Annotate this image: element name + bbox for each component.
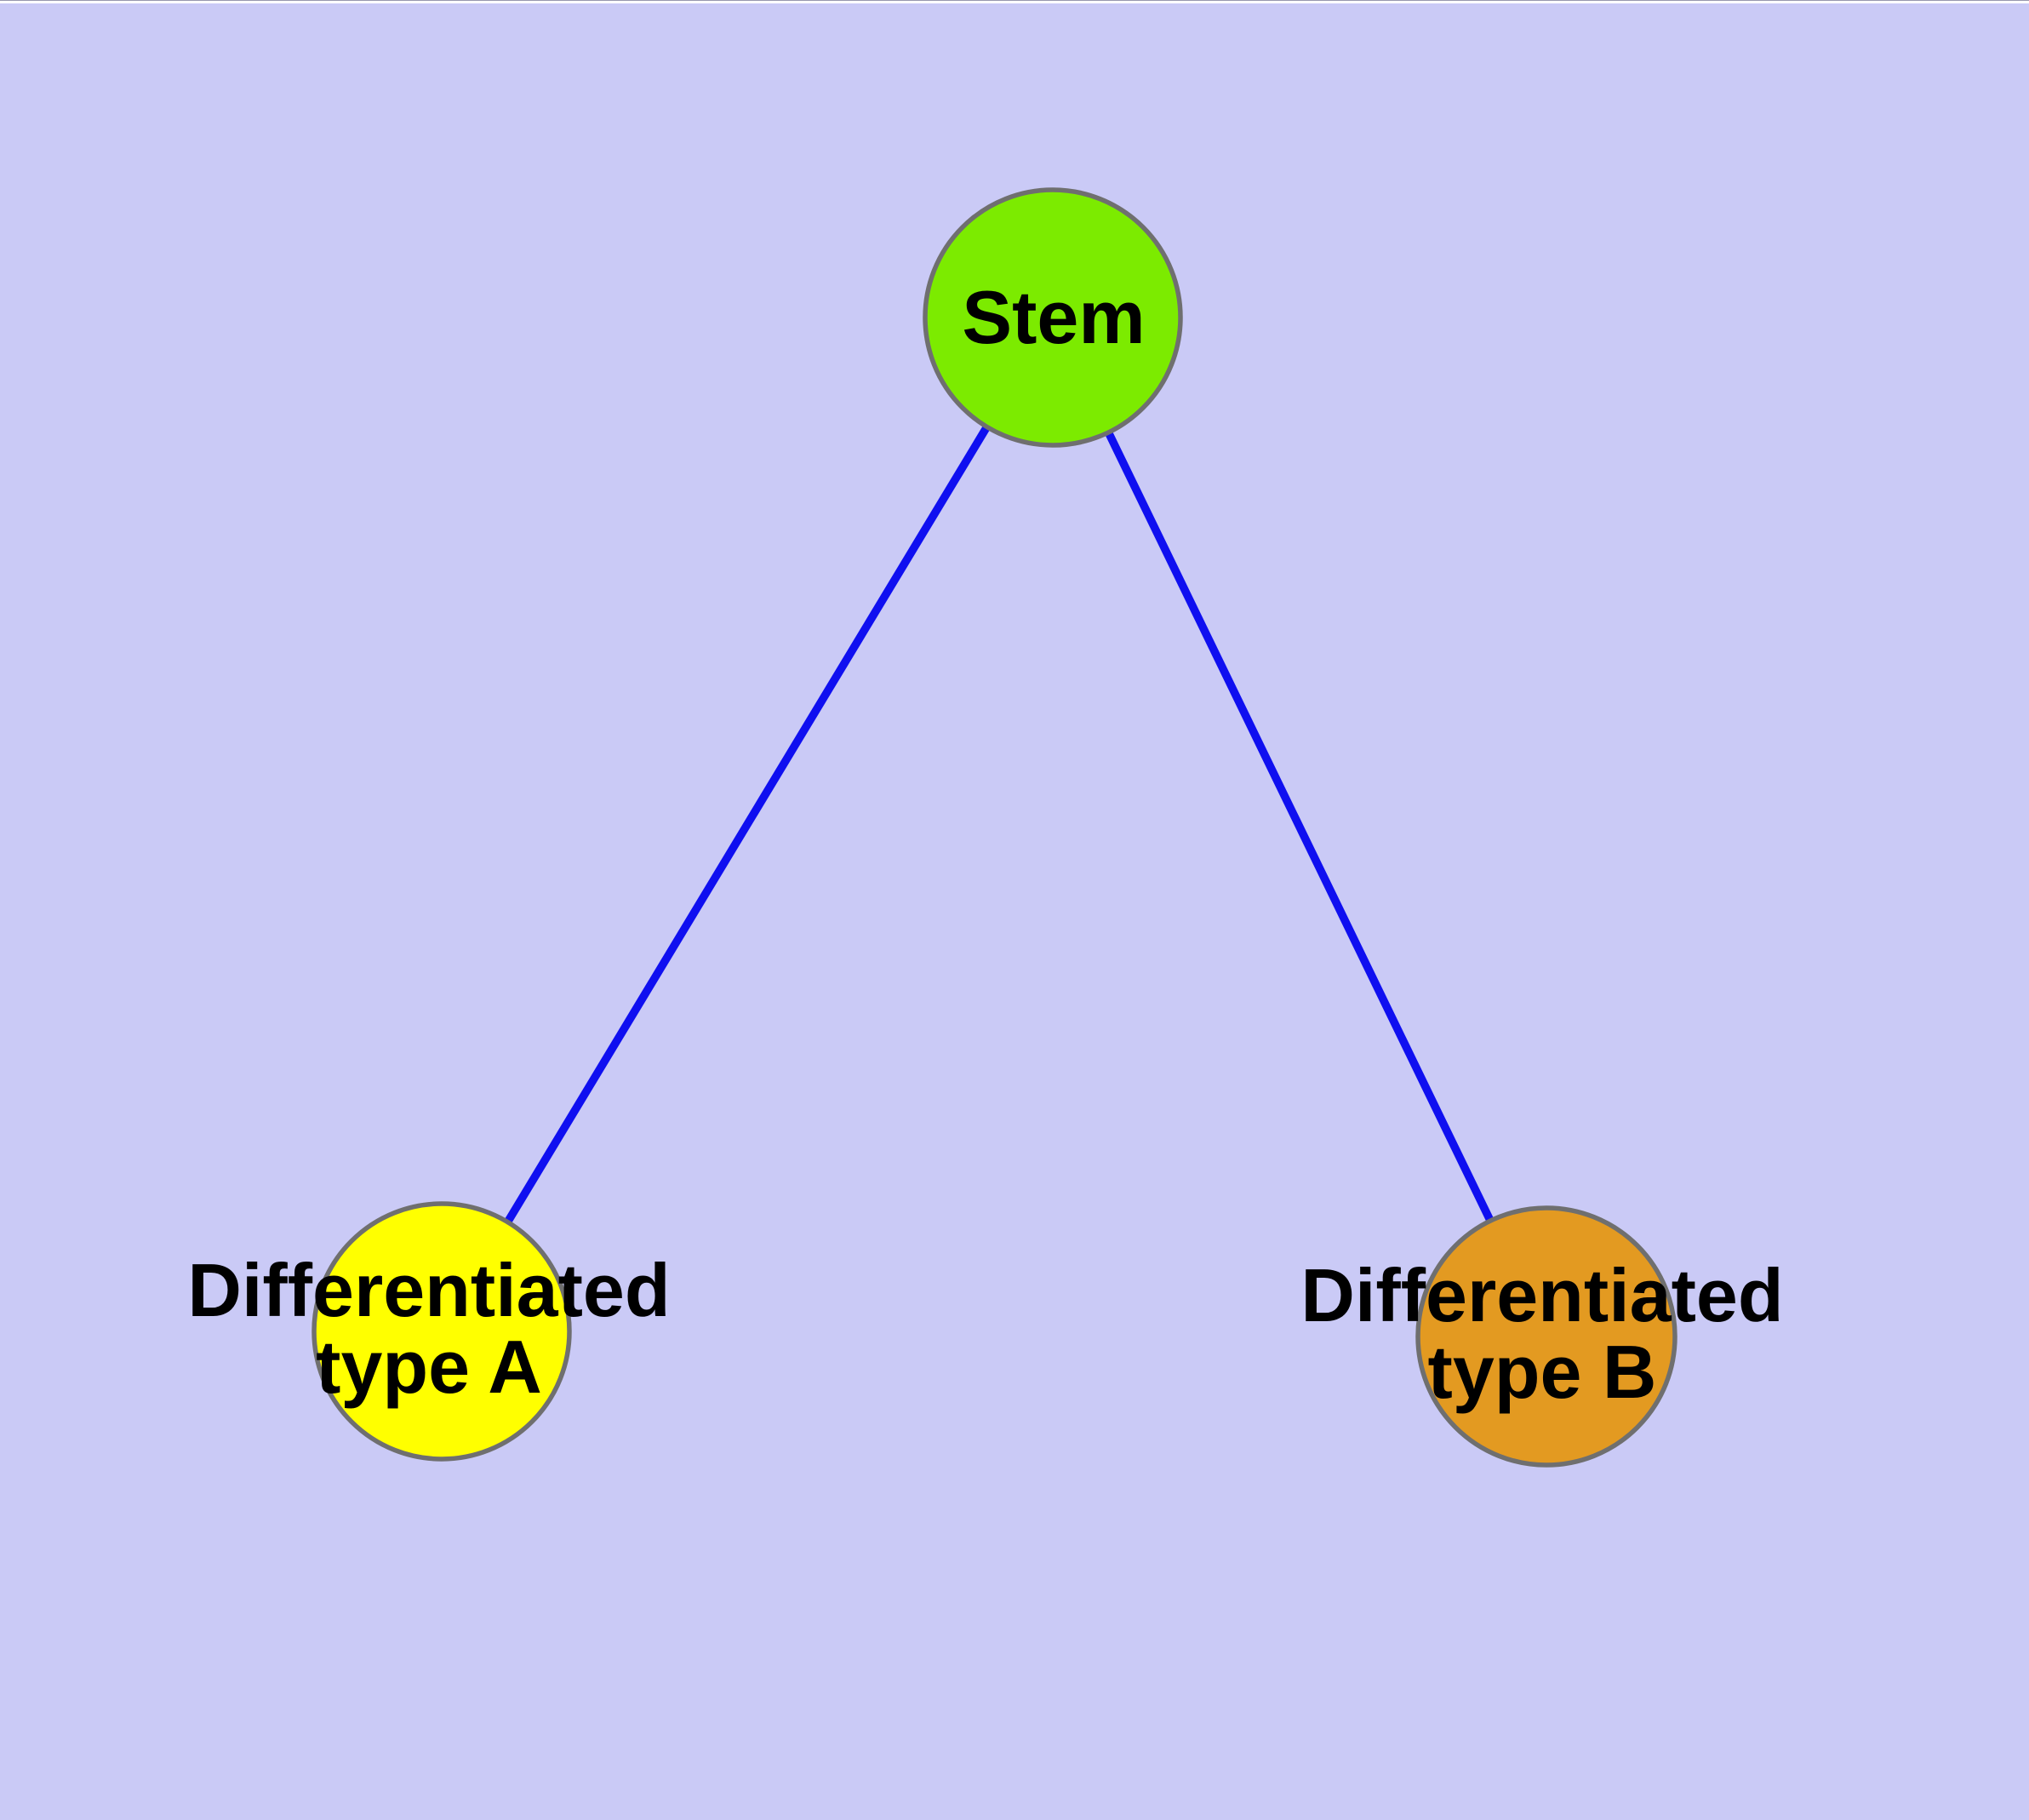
node-type-b-label: Differentiated type B — [1300, 1257, 1783, 1411]
node-type-b-label-line2: type B — [1427, 1330, 1657, 1414]
node-type-a-label: Differentiated type A — [187, 1252, 670, 1405]
node-type-a-circle — [311, 1201, 572, 1462]
node-type-b-label-line1: Differentiated — [1300, 1253, 1784, 1337]
node-type-b-circle — [1415, 1205, 1677, 1468]
top-hairline — [0, 0, 2029, 1]
top-white-strip — [0, 1, 2029, 3]
node-stem-label: Stem — [962, 275, 1146, 359]
node-stem-circle — [923, 187, 1183, 448]
node-type-a-label-line1: Differentiated — [187, 1248, 671, 1332]
edge-stem-to-type-a — [437, 315, 1057, 1334]
node-type-a-label-line2: type A — [316, 1325, 542, 1409]
edge-stem-to-type-b — [1049, 315, 1551, 1339]
